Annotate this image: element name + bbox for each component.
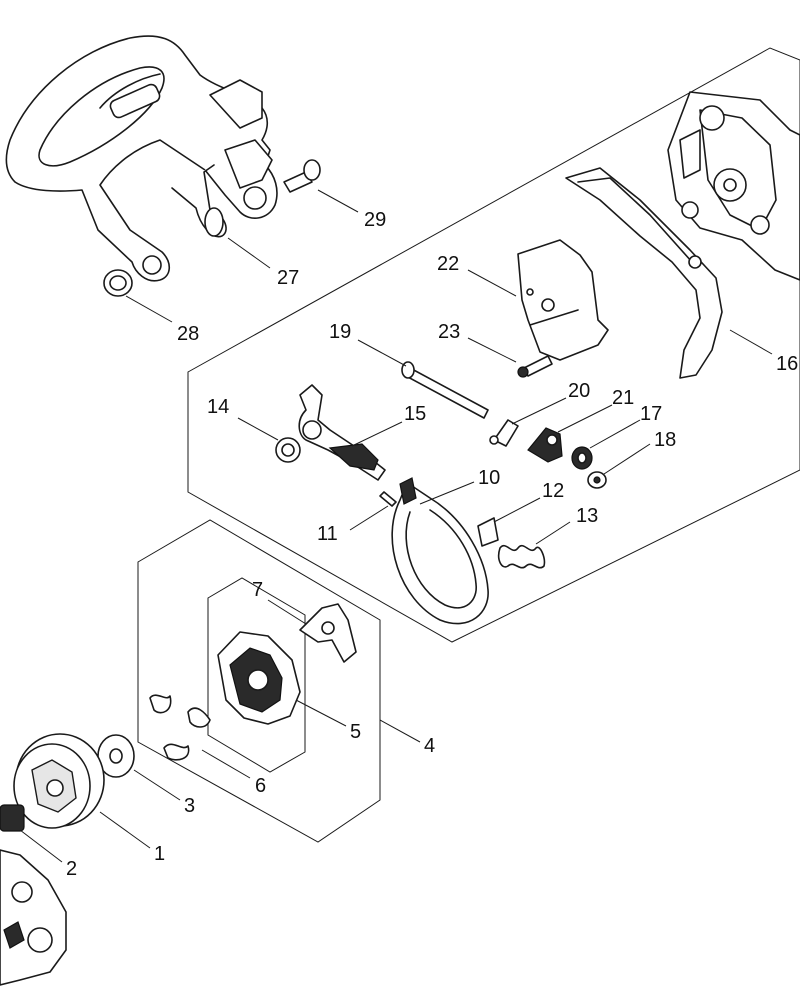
part-1-clutch-drum — [13, 733, 105, 829]
part-20-pin — [489, 419, 519, 447]
callout-18: 18 — [654, 429, 676, 451]
callout-29: 29 — [364, 209, 386, 231]
part-21-lever — [527, 427, 563, 463]
part-10-brake-band — [391, 477, 489, 625]
clutch-assembly-frame — [137, 519, 381, 843]
part-3-washer — [97, 734, 135, 778]
part-15-lever — [298, 384, 386, 481]
callout-17: 17 — [640, 403, 662, 425]
callout-11: 11 — [317, 523, 338, 545]
callout-21: 21 — [612, 387, 634, 409]
callout-14: 14 — [207, 396, 229, 418]
callout-27: 27 — [277, 267, 299, 289]
part-14-washer — [275, 437, 301, 463]
callout-12: 12 — [542, 480, 564, 502]
part-28-bushing — [103, 269, 133, 297]
part-17-gear — [571, 446, 593, 470]
callout-4: 4 — [424, 735, 435, 757]
callout-20: 20 — [568, 380, 590, 402]
part-13-spring — [497, 544, 546, 569]
leader-lines — [19, 189, 773, 863]
part-5-clutch — [217, 631, 301, 725]
callout-15: 15 — [404, 403, 426, 425]
callout-2: 2 — [66, 858, 77, 880]
part-18-washer — [587, 471, 607, 489]
callout-7: 7 — [252, 579, 263, 601]
front-hand-guard — [5, 35, 278, 282]
part-29-pin — [283, 159, 321, 193]
callout-10: 10 — [478, 467, 500, 489]
clutch-inner-frame — [207, 577, 306, 773]
crankcase-fragment — [0, 849, 67, 986]
brake-assembly-frame — [187, 47, 800, 643]
callout-28: 28 — [177, 323, 199, 345]
part-23-screw — [517, 355, 553, 378]
callout-22: 22 — [437, 253, 459, 275]
part-19-rod — [401, 361, 489, 419]
part-22-plate — [517, 239, 609, 361]
part-11-pin — [379, 491, 397, 507]
callout-5: 5 — [350, 721, 361, 743]
callout-1: 1 — [154, 843, 165, 865]
callout-labels: 29 27 28 22 23 19 20 21 17 18 14 15 10 1… — [66, 209, 798, 880]
part-2-bearing — [0, 804, 25, 832]
callout-3: 3 — [184, 795, 195, 817]
part-chain-guide — [565, 167, 723, 379]
part-27-spring — [171, 164, 227, 238]
callout-23: 23 — [438, 321, 460, 343]
callout-16: 16 — [776, 353, 798, 375]
callout-13: 13 — [576, 505, 598, 527]
part-16-sprocket-cover — [667, 91, 800, 281]
part-6-springs — [149, 694, 211, 761]
part-7-shoe — [299, 603, 357, 663]
callout-6: 6 — [255, 775, 266, 797]
part-12-block — [477, 517, 499, 547]
callout-19: 19 — [329, 321, 351, 343]
